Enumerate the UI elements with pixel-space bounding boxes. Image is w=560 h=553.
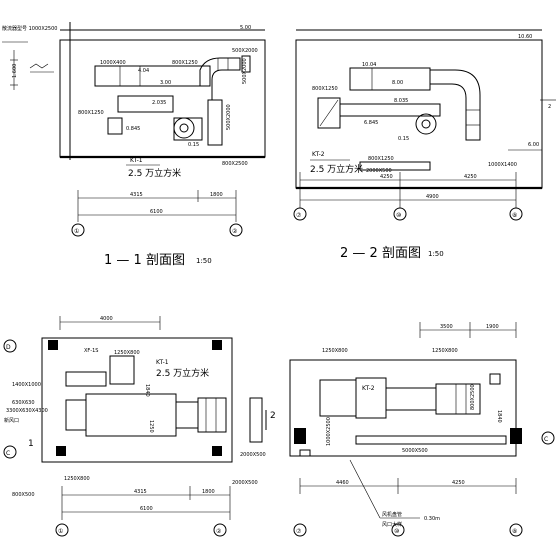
duct-low-2: 2000X500 xyxy=(366,168,392,174)
plan1-section-mark-left: 1 xyxy=(28,439,34,449)
plan1-duct-b: 1400X1000 xyxy=(12,382,41,388)
plan1-section-mark: 2 xyxy=(270,411,276,421)
plan2-duct-e: 5000X500 xyxy=(402,448,428,454)
el-d-2: 6.845 xyxy=(364,120,378,126)
axis-right: ② xyxy=(232,228,238,235)
plan1-duct-a: 1250X800 xyxy=(114,350,140,356)
dim-total-2: 4900 xyxy=(426,194,439,200)
dim-total: 6100 xyxy=(150,209,163,215)
el-b: 3.00 xyxy=(160,80,171,86)
plan1-label-left: 新风口 xyxy=(4,417,19,424)
el-top-2: 10.60 xyxy=(518,34,532,40)
plan1-duct-c: 630X630 xyxy=(12,400,35,406)
duct-left-2: 800X1250 xyxy=(312,86,338,92)
plan1-duct-e: 800X500 xyxy=(12,492,35,498)
plan-2: 3500 1900 1250X800 1250X800 KT-2 1000X25… xyxy=(289,322,555,537)
axis-a-2: ⑦ xyxy=(296,212,302,219)
duct-bottom-2: 800X1250 xyxy=(368,156,394,162)
plan1-unit-tag: KT-1 xyxy=(156,359,169,366)
plan1-axis-2: ② xyxy=(216,528,222,535)
el-left: 1.600 xyxy=(12,64,18,78)
el-a-2: 10.04 xyxy=(362,62,376,68)
plan1-dim-v: 1840 xyxy=(144,384,150,397)
duct-right-2: 1000X1400 xyxy=(488,162,517,168)
el-top: 5.00 xyxy=(240,25,251,31)
section-2-title: 2 — 2 剖面图 xyxy=(340,246,421,261)
plan2-unit-tag: KT-2 xyxy=(362,385,375,392)
section-2-scale: 1:50 xyxy=(428,250,444,258)
plan1-dim-1: 4315 xyxy=(134,489,147,495)
el-b-2: 8.00 xyxy=(392,80,403,86)
axis-b-2: ⑩ xyxy=(396,212,401,219)
plan1-unit-desc: 2.5 万立方米 xyxy=(156,367,209,379)
unit-tag: KT-1 xyxy=(130,157,143,164)
el-d: 0.845 xyxy=(126,126,140,132)
duct-right-a: 500X2000 xyxy=(232,48,258,54)
el-e-2: 0.15 xyxy=(398,136,409,142)
plan1-tag-xf: XF-1S xyxy=(84,348,98,354)
duct-mid: 800X1250 xyxy=(172,60,198,66)
duct-top: 1000X400 xyxy=(100,60,126,66)
duct-left: 800X1250 xyxy=(78,110,104,116)
plan2-axis-right: C xyxy=(544,436,548,443)
section-2-2: 10.60 6.00 10.04 8.00 800X1250 8.035 6.8… xyxy=(293,29,556,261)
plan1-duct-g: 2000X500 xyxy=(240,452,266,458)
plan2-legend-2: 风口大样 xyxy=(382,521,402,528)
plan2-note: 0.30m xyxy=(424,516,440,522)
plan2-axis-a: ⑦ xyxy=(296,528,302,535)
plan2-duct-d: 800X2500 xyxy=(470,384,476,410)
unit-tag-2: KT-2 xyxy=(312,151,325,158)
plan1-duct-d: 3300X630X4300 xyxy=(6,408,48,414)
duct-bottom: 800X2500 xyxy=(222,161,248,167)
plan2-axis-b: ⑩ xyxy=(394,528,399,535)
dim-1: 4315 xyxy=(130,192,143,198)
plan1-dim-top: 4000 xyxy=(100,316,113,322)
el-c: 2.035 xyxy=(152,100,166,106)
unit-desc-2: 2.5 万立方米 xyxy=(310,163,363,175)
plan2-dim-1: 4460 xyxy=(336,480,349,486)
dim-1-2: 4250 xyxy=(380,174,393,180)
el-e: 0.15 xyxy=(188,142,199,148)
plan1-axis-d: D xyxy=(6,344,11,351)
plan1-duct-f: 1250X800 xyxy=(64,476,90,482)
plan2-axis-c: ⑧ xyxy=(512,528,517,535)
el-c-2: 8.035 xyxy=(394,98,408,104)
plan2-duct-c: 1000X2500 xyxy=(326,417,332,446)
note-top-left: 散流器型号 1000X2500 xyxy=(2,25,57,32)
unit-desc: 2.5 万立方米 xyxy=(128,167,181,179)
el-a: 4.04 xyxy=(138,68,149,74)
right-edge-mark: 2 xyxy=(548,104,551,110)
plan-1: 4000 D C XF-1S 1250X800 KT-1 2.5 万立方米 14… xyxy=(3,316,276,537)
el-right-2: 6.00 xyxy=(528,142,539,148)
dim-2: 1800 xyxy=(210,192,223,198)
plan1-axis-c: C xyxy=(6,450,10,457)
section-1-title: 1 — 1 剖面图 xyxy=(104,253,185,268)
axis-left: ① xyxy=(74,228,79,235)
plan1-dim-2: 1800 xyxy=(202,489,215,495)
plan1-dim-total: 6100 xyxy=(140,506,153,512)
plan2-dim-a: 3500 xyxy=(440,324,453,330)
plan2-dim-b: 1900 xyxy=(486,324,499,330)
plan1-dim-v2: 1250 xyxy=(148,420,154,433)
section-1-scale: 1:50 xyxy=(196,257,212,265)
dim-2-2: 4250 xyxy=(464,174,477,180)
plan2-duct-b: 1250X800 xyxy=(432,348,458,354)
plan2-duct-a: 1250X800 xyxy=(322,348,348,354)
section-1-1: 散流器型号 1000X2500 1.600 5.00 1000X400 4.04… xyxy=(2,22,266,268)
duct-right-b: 500X2000 xyxy=(242,58,248,84)
plan1-duct-h: 2000X500 xyxy=(232,480,258,486)
axis-c-2: ⑧ xyxy=(512,212,517,219)
plan2-dim-v: 1840 xyxy=(496,410,502,423)
plan2-legend-1: 风机盘管 xyxy=(382,511,402,518)
duct-vertical: 500X2000 xyxy=(226,104,232,130)
plan2-dim-2: 4250 xyxy=(452,480,465,486)
plan1-axis-1: ① xyxy=(58,528,63,535)
